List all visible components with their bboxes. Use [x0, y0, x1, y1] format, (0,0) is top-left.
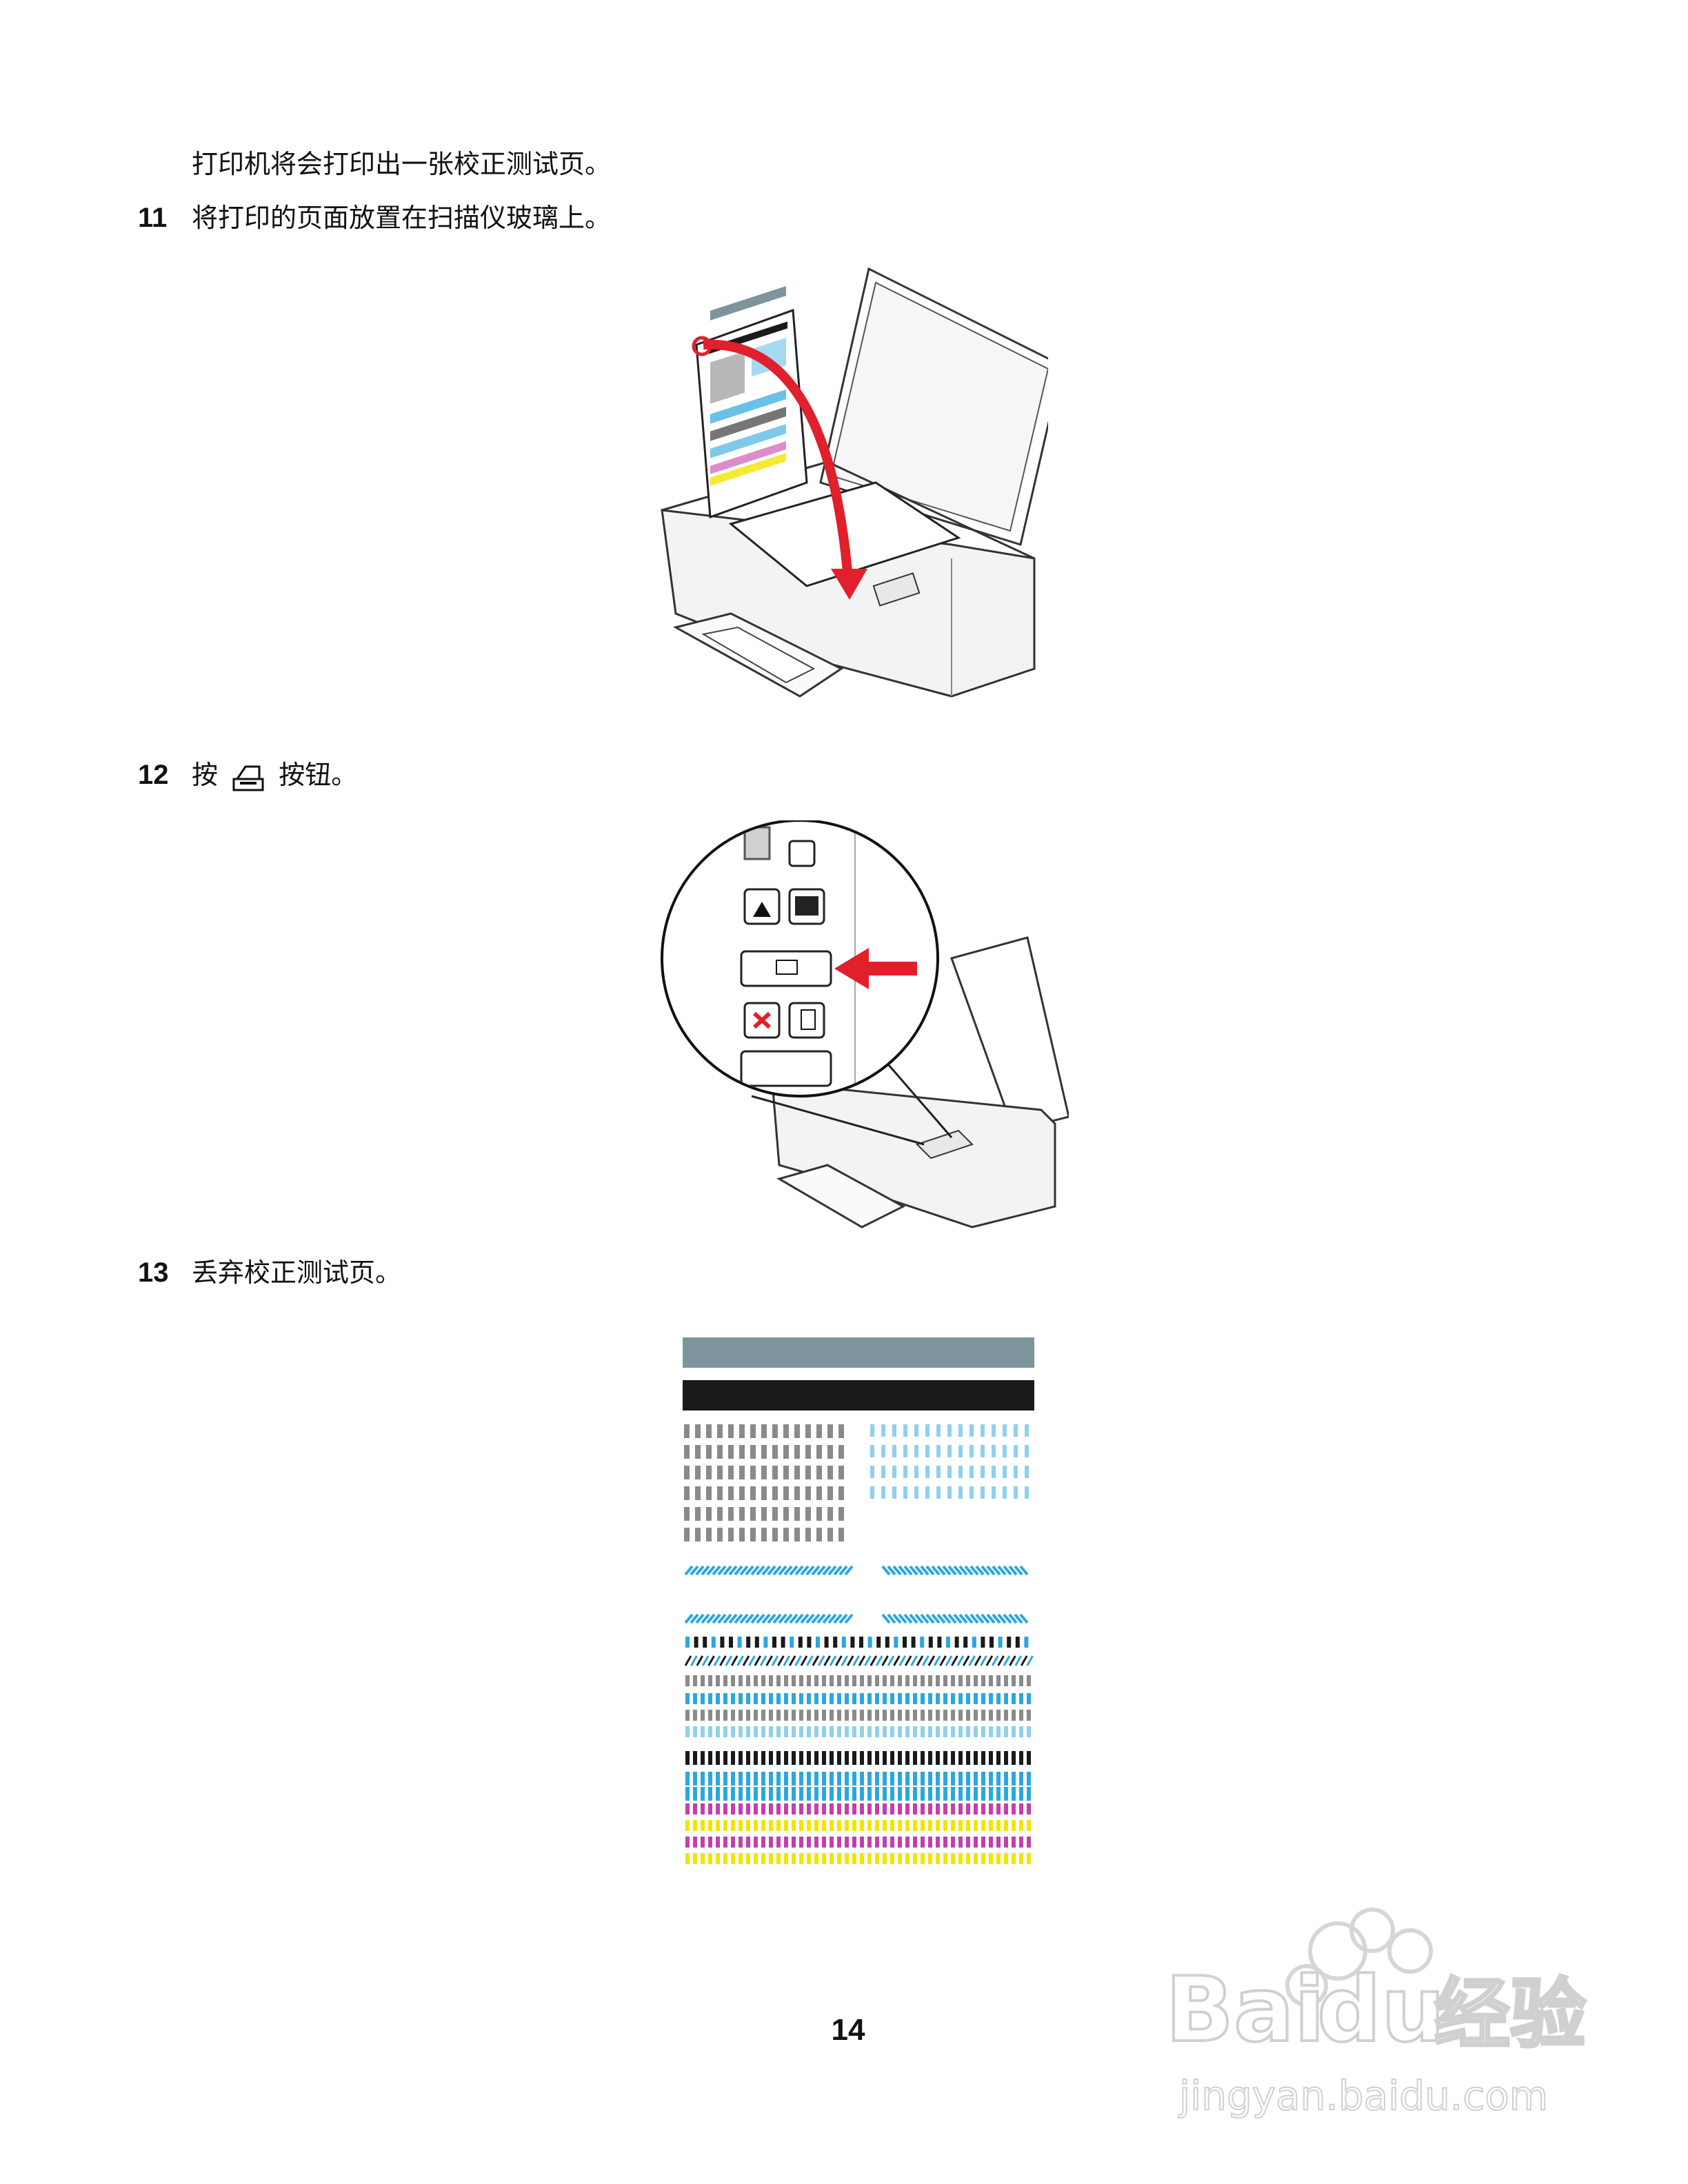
svg-text:Bai: Bai [1165, 1957, 1325, 2062]
baidu-jingyan-watermark: Bai du 经验 jingyan.baidu.com [1165, 1908, 1587, 2120]
svg-text:经验: 经验 [1434, 1970, 1586, 2059]
step-12-post: 按钮。 [279, 760, 358, 790]
control-panel-scan-illustration [661, 820, 1069, 1228]
intro-text: 打印机将会打印出一张校正测试页。 [192, 149, 612, 179]
svg-text:jingyan.baidu.com: jingyan.baidu.com [1178, 2072, 1548, 2119]
calibration-test-page-illustration [683, 1337, 1034, 1864]
step-number-13: 13 [138, 1257, 169, 1288]
step-12-text: 按 按钮。 [192, 758, 357, 793]
step-13-text: 丢弃校正测试页。 [192, 1257, 402, 1288]
step-number-11: 11 [138, 203, 168, 233]
scan-button-icon [232, 765, 264, 791]
page-number: 14 [831, 2013, 865, 2047]
svg-text:du: du [1317, 1957, 1445, 2062]
step-12-pre: 按 [192, 760, 219, 790]
printer-scanner-glass-illustration [661, 267, 1048, 698]
step-11-text: 将打印的页面放置在扫描仪玻璃上。 [192, 203, 612, 233]
step-number-12: 12 [138, 760, 169, 790]
